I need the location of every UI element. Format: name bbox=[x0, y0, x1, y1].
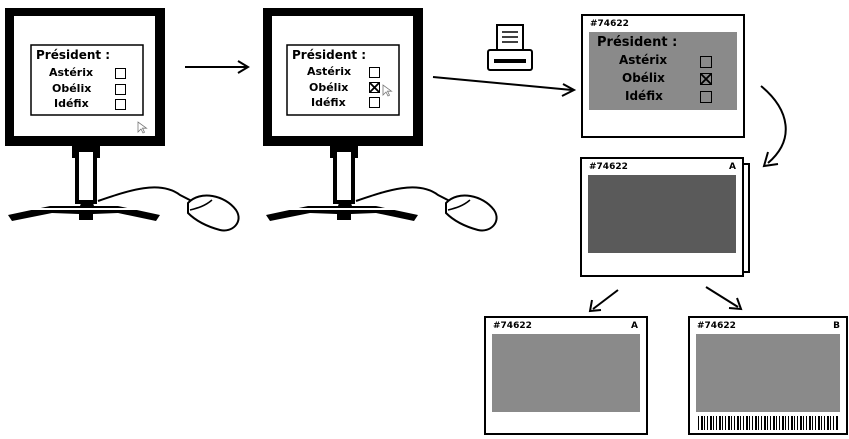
mouse-1 bbox=[97, 186, 240, 232]
printer-icon bbox=[487, 24, 533, 71]
arrow-2 bbox=[432, 76, 577, 97]
checkbox-asterix bbox=[700, 56, 712, 68]
printed-ballot: #74622 Président : Astérix Obélix Idéfix bbox=[581, 14, 745, 138]
arrow-1 bbox=[185, 60, 250, 74]
checkbox-idefix[interactable] bbox=[369, 97, 380, 108]
ballot-copy-a: #74622 A bbox=[484, 316, 648, 435]
content-area bbox=[492, 334, 640, 412]
checkbox-obelix[interactable] bbox=[115, 84, 126, 95]
option-obelix: Obélix bbox=[52, 82, 92, 95]
ballot-copy-b: #74622 B bbox=[688, 316, 848, 435]
ballot-title: Président : bbox=[36, 48, 111, 62]
copy-letter: A bbox=[631, 321, 638, 331]
option-idefix: Idéfix bbox=[54, 97, 89, 110]
stacked-ballot: #74622 A bbox=[580, 157, 744, 277]
cursor-icon bbox=[137, 121, 148, 134]
monitor-1 bbox=[5, 8, 165, 221]
checkbox-asterix[interactable] bbox=[369, 67, 380, 78]
copy-letter: A bbox=[729, 162, 736, 172]
ballot-title: Président : bbox=[292, 48, 367, 62]
checkbox-idefix bbox=[700, 91, 712, 103]
serial-number: #74622 bbox=[493, 321, 532, 331]
cursor-icon bbox=[382, 84, 393, 97]
option-idefix: Idéfix bbox=[625, 89, 663, 103]
monitor-2 bbox=[263, 8, 423, 221]
serial-number: #74622 bbox=[589, 162, 628, 172]
arrow-5 bbox=[705, 286, 743, 311]
option-asterix: Astérix bbox=[49, 66, 94, 79]
option-idefix: Idéfix bbox=[311, 96, 346, 109]
serial-number: #74622 bbox=[697, 321, 736, 331]
checkbox-idefix[interactable] bbox=[115, 99, 126, 110]
copy-letter: B bbox=[833, 321, 840, 331]
checkbox-obelix-checked bbox=[699, 72, 712, 85]
serial-number: #74622 bbox=[590, 19, 629, 29]
scrambled-content-area bbox=[588, 175, 736, 253]
option-obelix: Obélix bbox=[309, 81, 349, 94]
option-obelix: Obélix bbox=[622, 71, 665, 85]
checkbox-obelix-checked[interactable] bbox=[368, 81, 380, 93]
content-area bbox=[696, 334, 840, 412]
option-asterix: Astérix bbox=[619, 53, 668, 67]
option-asterix: Astérix bbox=[307, 65, 352, 78]
mouse-2 bbox=[355, 186, 498, 232]
arrow-3 bbox=[760, 85, 787, 168]
arrow-4 bbox=[588, 289, 619, 313]
ballot-content-area: Président : Astérix Obélix Idéfix bbox=[589, 32, 737, 110]
ballot-title: Président : bbox=[597, 35, 678, 50]
barcode bbox=[698, 416, 838, 430]
checkbox-asterix[interactable] bbox=[115, 68, 126, 79]
